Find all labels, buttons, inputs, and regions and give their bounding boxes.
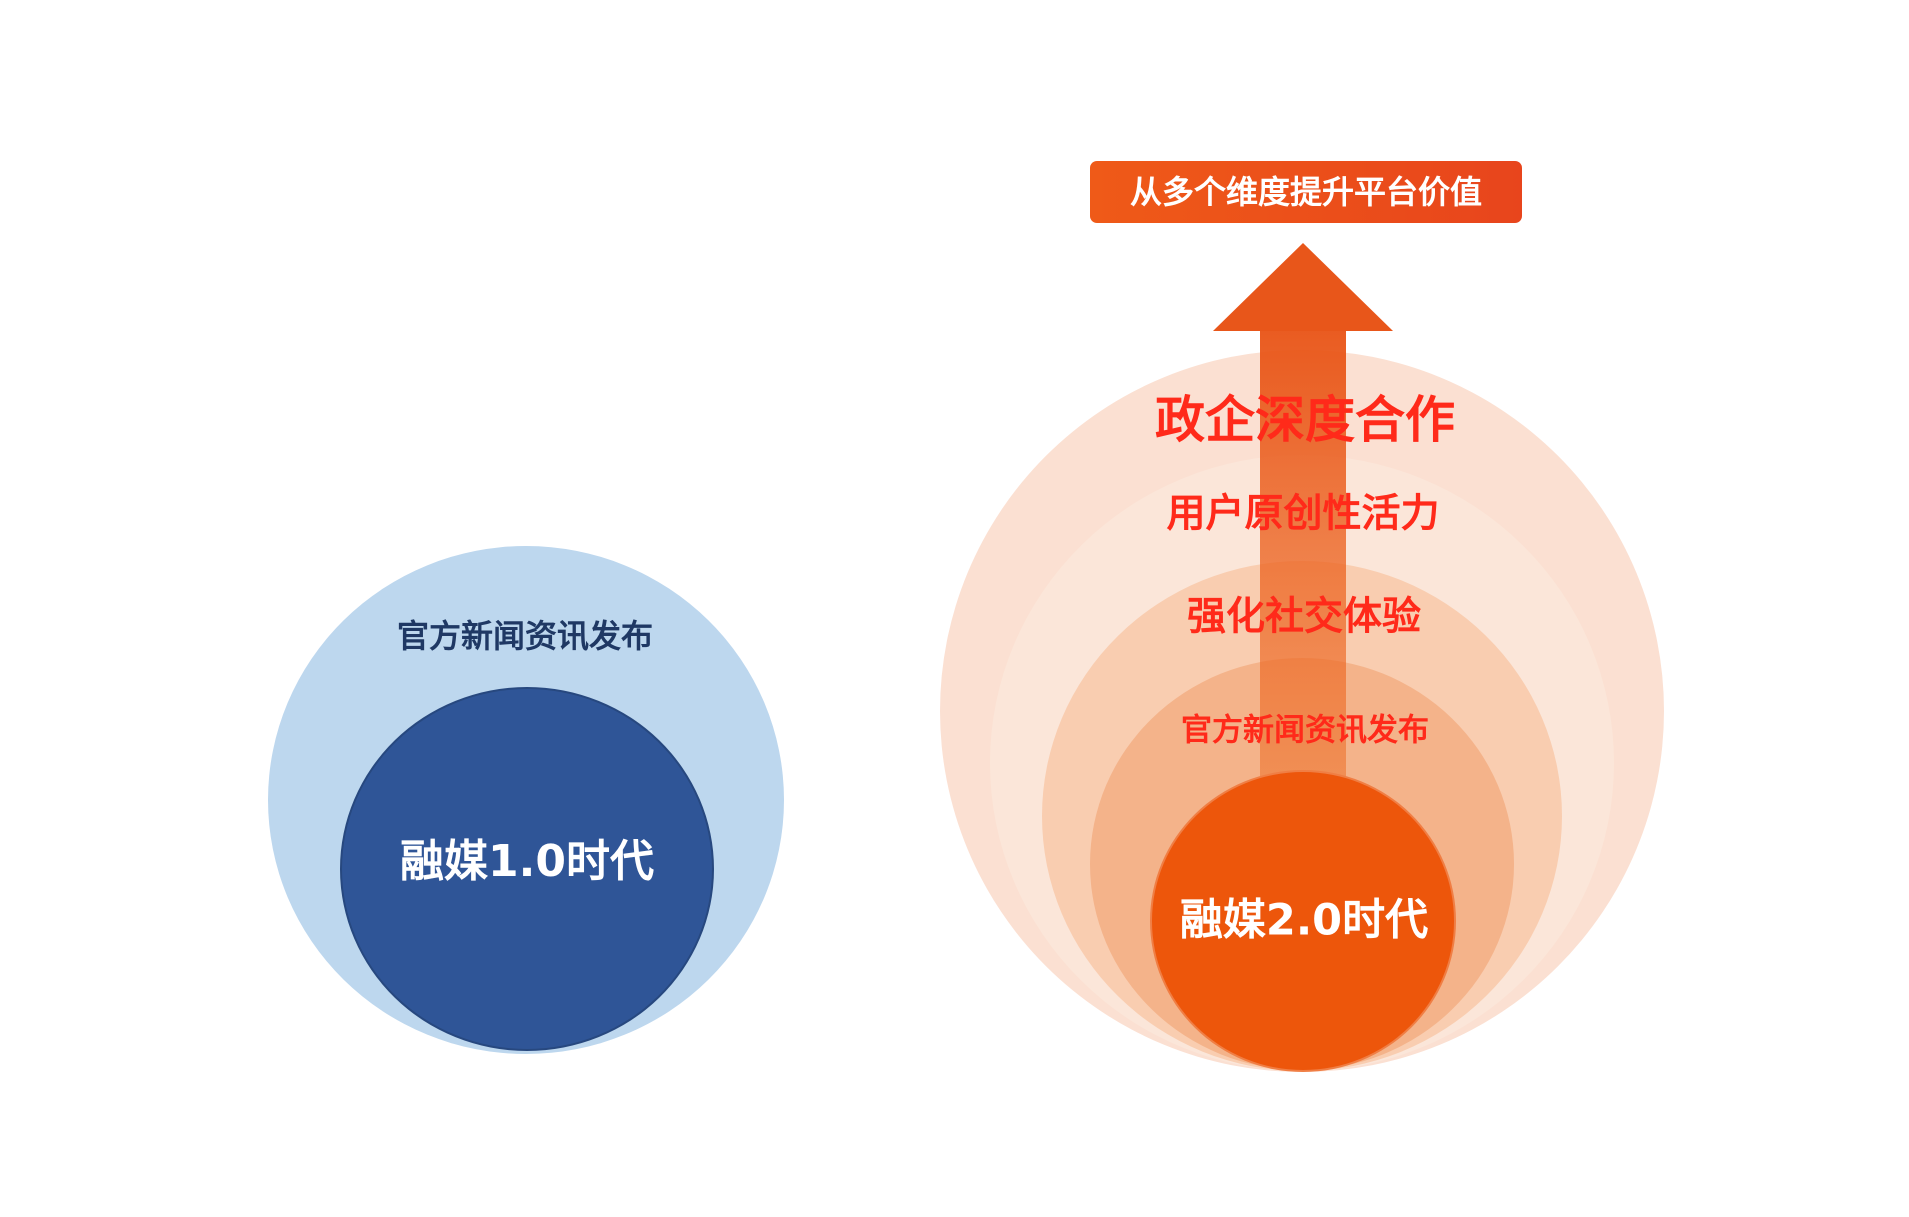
era1-outer-label: 官方新闻资讯发布: [396, 617, 654, 655]
era2-layer4-label: 官方新闻资讯发布: [1181, 712, 1429, 749]
era2-layer2-label: 用户原创性活力: [1166, 491, 1440, 537]
arrow-head-icon: [1213, 243, 1393, 331]
value-banner: [1090, 161, 1522, 223]
era1-inner-circle: [340, 687, 714, 1051]
value-banner-label: 从多个维度提升平台价值: [1129, 173, 1483, 211]
era2-layer1-label: 政企深度合作: [1155, 391, 1455, 449]
era2-core-circle: [1150, 770, 1456, 1072]
era1-inner-label: 融媒1.0时代: [400, 836, 654, 887]
era2-layer3-label: 强化社交体验: [1186, 594, 1422, 640]
era2-core-label: 融媒2.0时代: [1179, 895, 1429, 946]
arrow-shaft: [1260, 326, 1346, 776]
